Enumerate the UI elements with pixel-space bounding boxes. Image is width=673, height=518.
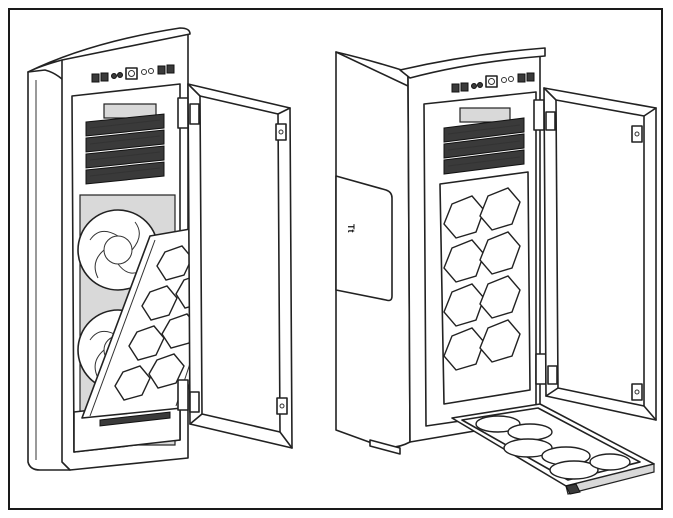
right-side-window	[335, 175, 393, 302]
left-usb-port-1	[91, 73, 100, 83]
left-case-illustration	[27, 27, 293, 471]
right-case-logo: Tt	[346, 224, 356, 233]
left-hinge-bottom	[177, 379, 189, 411]
left-audio-jack-1	[111, 73, 117, 79]
right-case-illustration: Tt	[335, 47, 657, 495]
right-usb-port-4	[526, 72, 535, 82]
right-front-hex-mesh	[439, 171, 531, 405]
right-top-cap	[399, 47, 546, 79]
right-io-panel	[451, 72, 535, 93]
left-hinge-top	[177, 97, 189, 129]
left-io-panel	[91, 64, 175, 83]
left-usb-port-4	[166, 64, 175, 74]
left-top-cap	[27, 27, 191, 73]
right-bottom-dust-filter	[451, 403, 655, 495]
right-usb-port-2	[460, 82, 469, 92]
left-drive-bays	[85, 103, 165, 185]
left-audio-jack-2	[117, 72, 123, 78]
right-hinge-top	[533, 99, 545, 131]
right-usb-port-1	[451, 83, 460, 93]
left-open-door	[187, 83, 293, 449]
right-usb-port-3	[517, 73, 526, 83]
right-audio-jack-2	[477, 82, 483, 88]
left-usb-port-2	[100, 72, 109, 82]
right-power-button	[485, 75, 498, 88]
right-drive-bays	[443, 107, 525, 175]
right-hinge-bottom	[535, 353, 547, 385]
right-open-door	[543, 87, 657, 421]
left-power-button	[125, 67, 138, 80]
left-usb-port-3	[157, 65, 166, 75]
right-audio-jack-1	[471, 83, 477, 89]
